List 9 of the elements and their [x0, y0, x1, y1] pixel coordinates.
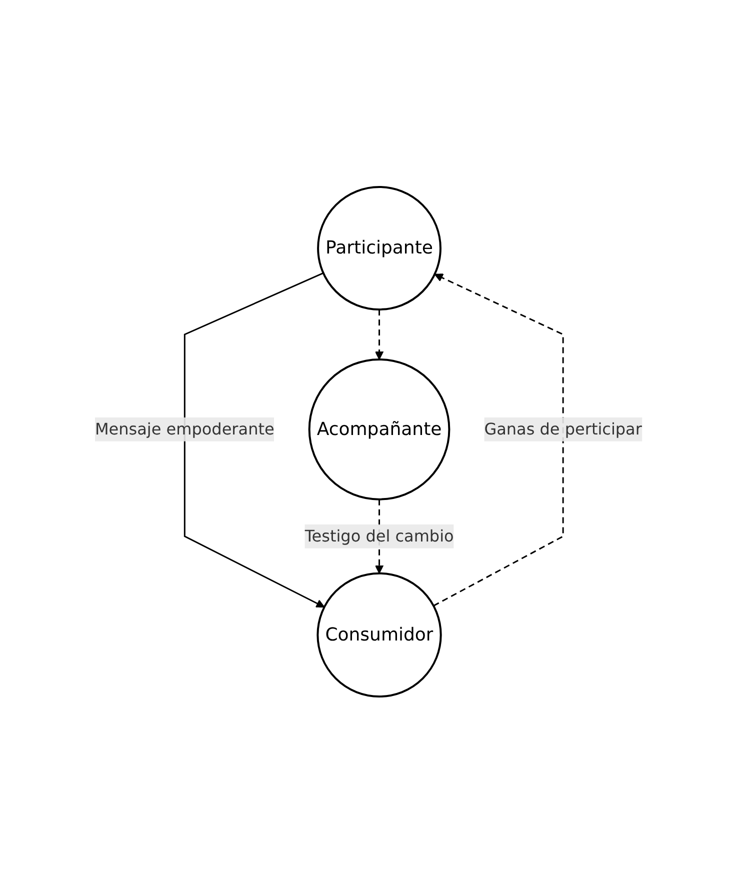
- edge-label: Ganas de perticipar: [484, 420, 642, 439]
- arrow: [183, 272, 324, 608]
- node-circle: Participante: [316, 186, 442, 311]
- arrow: [432, 274, 564, 607]
- node-circle: Consumidor: [316, 572, 442, 698]
- node-circle: Acompañante: [308, 358, 450, 501]
- edge-label: Testigo del cambio: [304, 526, 454, 546]
- edge-label: Mensaje empoderante: [94, 420, 274, 439]
- arrow: [374, 310, 384, 360]
